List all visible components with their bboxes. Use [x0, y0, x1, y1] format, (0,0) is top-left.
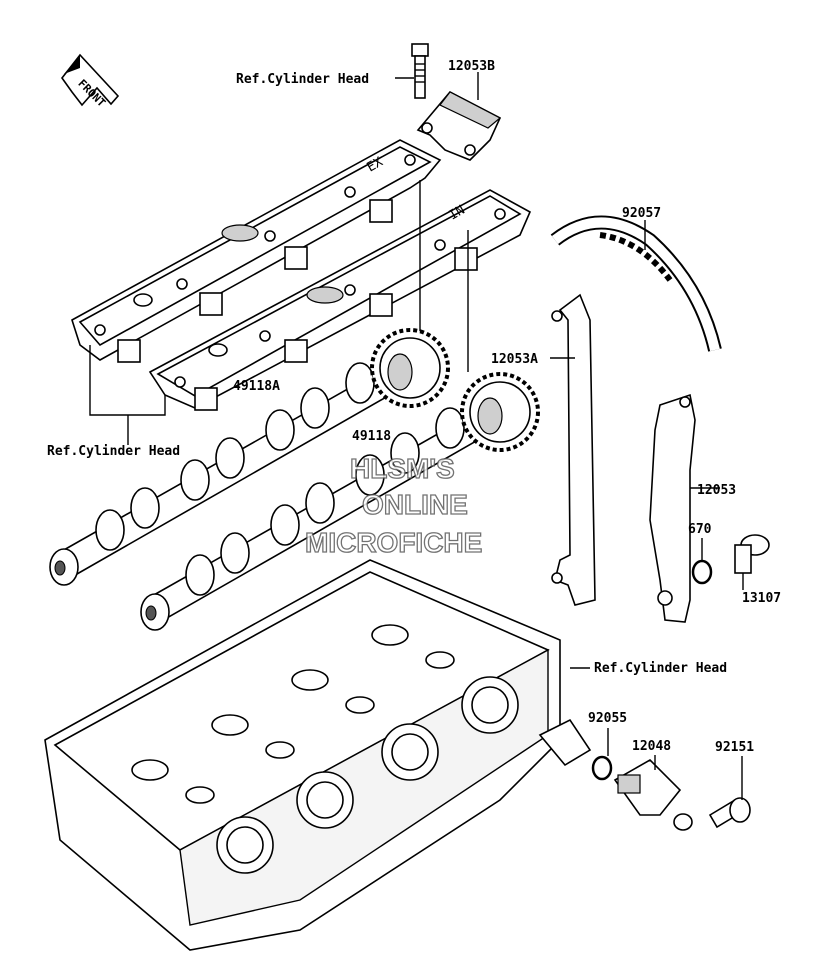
- chain-tensioner-12048: [613, 759, 693, 831]
- callout-92151: 92151: [715, 740, 754, 755]
- callout-49118: 49118: [352, 429, 391, 444]
- camshaft-intake-49118: [140, 372, 540, 631]
- callout-670: 670: [688, 522, 712, 537]
- watermark-line-2: ONLINE: [362, 489, 468, 520]
- callout-12053: 12053: [697, 483, 736, 498]
- watermark: HLSM'S ONLINE MICROFICHE: [304, 452, 483, 558]
- intake-cam-cap: IN: [148, 189, 532, 411]
- camshaft-exhaust-49118A: [49, 328, 450, 586]
- front-arrow-icon: FRONT: [61, 53, 120, 110]
- o-ring-670: [691, 559, 713, 585]
- watermark-line-3: MICROFICHE: [305, 527, 482, 558]
- cylinder-head: [44, 559, 592, 951]
- exhaust-cam-cap: EX: [71, 139, 442, 363]
- callout-92055: 92055: [588, 711, 627, 726]
- callout-49118A: 49118A: [233, 379, 280, 394]
- callout-12053B: 12053B: [448, 59, 495, 74]
- callout-ref-cylinder-head-left: Ref.Cylinder Head: [47, 444, 180, 459]
- callout-13107: 13107: [742, 591, 781, 606]
- callout-12048: 12048: [632, 739, 671, 754]
- watermark-line-1: HLSM'S: [350, 453, 455, 484]
- in-mark: IN: [447, 203, 468, 224]
- callout-92057: 92057: [622, 206, 661, 221]
- tensioner-guide-12053: [649, 393, 696, 623]
- cam-chain-92057: [550, 215, 722, 352]
- callout-12053A: 12053A: [491, 352, 538, 367]
- guide-bracket-12053B: [416, 90, 502, 161]
- ex-mark: EX: [365, 155, 386, 176]
- chain-guide-12053A: [551, 293, 596, 606]
- cam-cover-bolt: [411, 43, 429, 99]
- pivot-bolt-13107: [734, 534, 770, 574]
- tensioner-bolt-92151: [708, 797, 751, 829]
- gasket-92055: [591, 755, 613, 781]
- callout-ref-cylinder-head-right: Ref.Cylinder Head: [594, 661, 727, 676]
- callout-ref-cylinder-head-top: Ref.Cylinder Head: [236, 72, 369, 87]
